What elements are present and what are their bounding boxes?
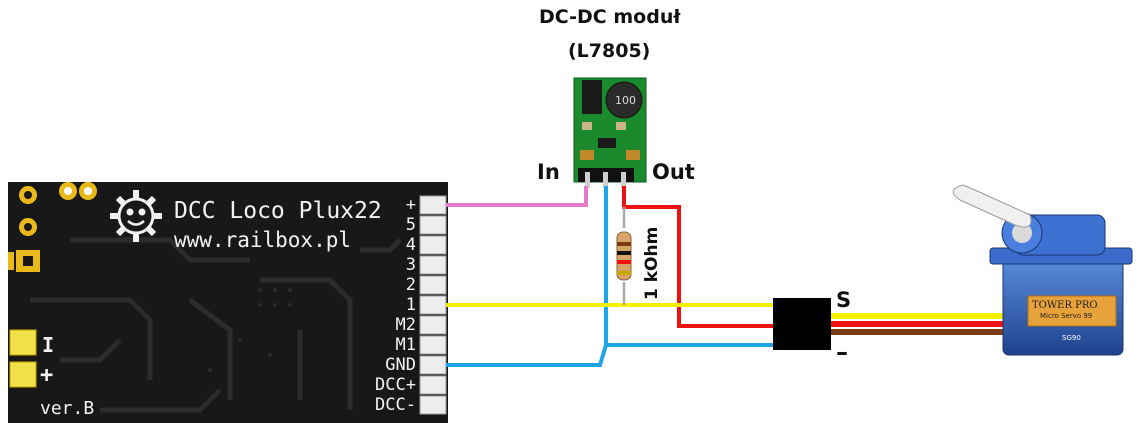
decoder-title: DCC Loco Plux22 — [174, 198, 382, 224]
module-title-line1: DC-DC moduł — [539, 6, 681, 28]
decoder-url: www.railbox.pl — [174, 228, 352, 252]
pin-label-4: 4 — [405, 235, 416, 255]
module-label-out: Out — [652, 160, 695, 184]
pad-minus-label: I — [42, 333, 55, 357]
pin-label-plus: + — [405, 195, 416, 215]
servo-model: SG90 — [1062, 334, 1081, 342]
gear-logo-icon — [110, 190, 162, 242]
pin-label-5: 5 — [405, 215, 416, 235]
servo-brand: TOWER PRO — [1032, 300, 1098, 311]
pin-pads — [419, 195, 447, 415]
pin-label-3: 3 — [405, 255, 416, 275]
pad-minus — [9, 329, 37, 356]
servo-model-line: Micro Servo 99 — [1040, 312, 1092, 320]
connector-label-signal: S — [836, 288, 852, 312]
pad-plus-label: + — [40, 363, 54, 388]
pin-label-1: 1 — [405, 295, 416, 315]
pin-label-m2: M2 — [395, 315, 416, 335]
resistor — [616, 231, 632, 281]
module-label-in: In — [537, 160, 560, 184]
decoder-version: ver.B — [40, 398, 95, 419]
dcdc-module: 100 — [573, 77, 647, 188]
decoder-board — [8, 182, 448, 423]
gold-pad-icon — [8, 182, 97, 272]
module-title-line2: (L7805) — [568, 40, 651, 62]
wire-pink — [446, 186, 588, 207]
pin-label-m1: M1 — [395, 335, 416, 355]
pin-label-dcc-plus: DCC+ — [375, 375, 416, 395]
connector-label-minus: – — [836, 338, 848, 366]
pin-label-gnd: GND — [385, 355, 416, 375]
pad-plus — [9, 361, 37, 388]
wire-red — [622, 186, 779, 328]
pin-label-2: 2 — [405, 275, 416, 295]
pin-label-dcc-minus: DCC- — [375, 395, 416, 415]
chip-marking: 100 — [615, 94, 636, 107]
wire-blue-gnd — [446, 343, 779, 367]
servo-motor — [952, 184, 1133, 356]
servo-connector — [773, 298, 831, 350]
resistor-label: 1 kOhm — [642, 227, 662, 300]
